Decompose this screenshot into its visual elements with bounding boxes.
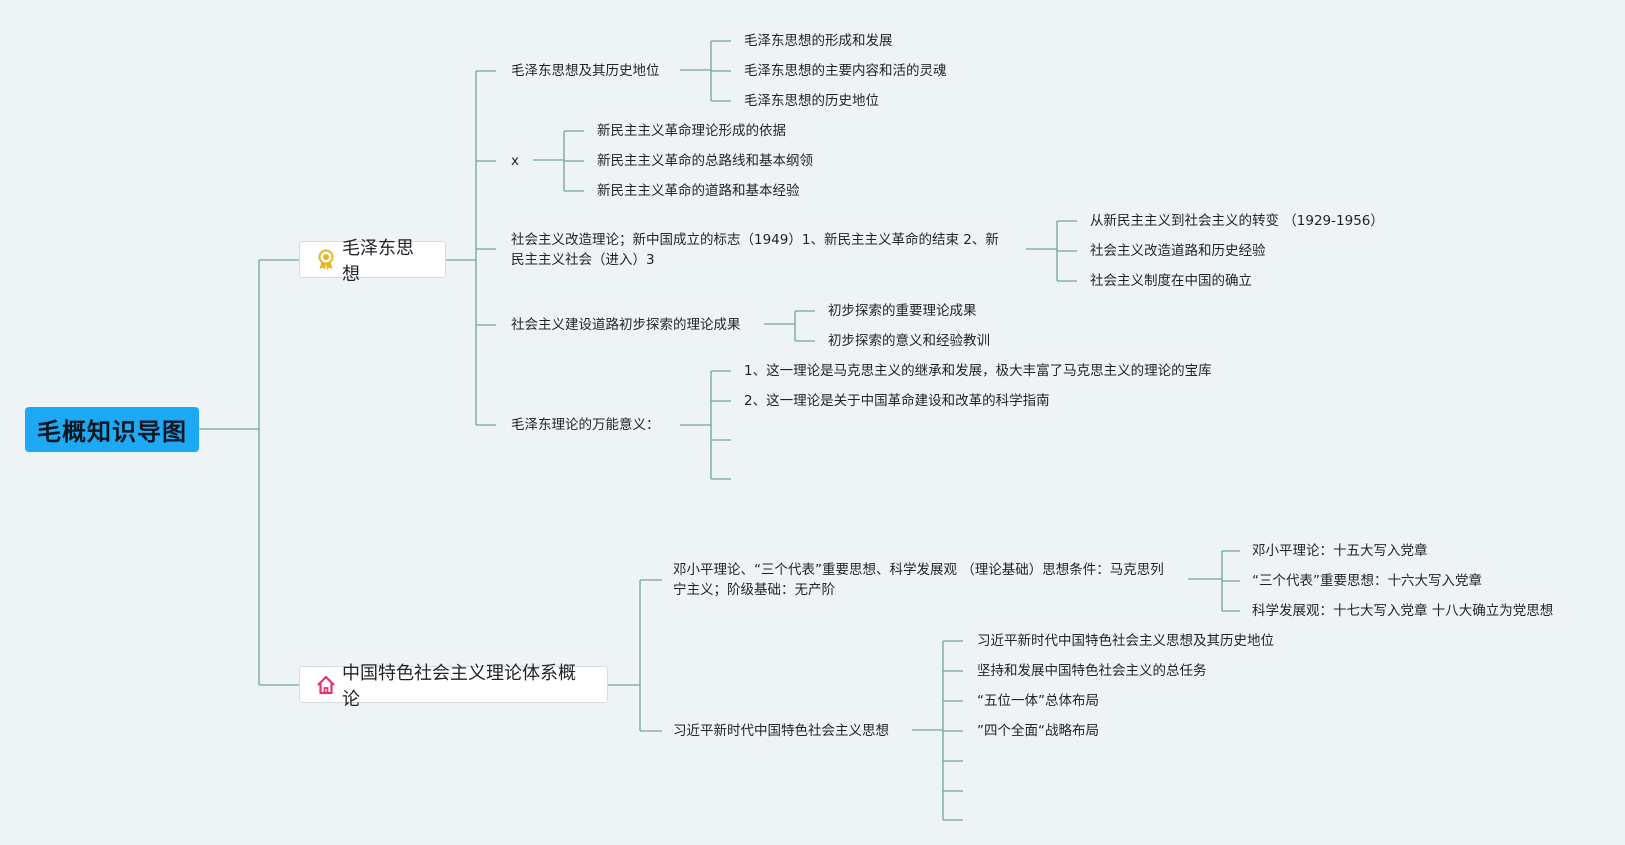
leaf-item[interactable]: 初步探索的重要理论成果: [828, 303, 977, 319]
leaf-item[interactable]: 从新民主主义到社会主义的转变 （1929-1956）: [1090, 213, 1384, 229]
leaf-item[interactable]: 毛泽东思想的历史地位: [744, 93, 879, 109]
leaf-item[interactable]: 新民主主义革命理论形成的依据: [597, 123, 786, 139]
root-label: 毛概知识导图: [37, 418, 187, 446]
leaf-item[interactable]: 新民主主义革命的道路和基本经验: [597, 183, 800, 199]
leaf-item[interactable]: 社会主义改造道路和历史经验: [1090, 243, 1266, 259]
topic-socialist-transformation[interactable]: 社会主义改造理论；新中国成立的标志（1949）1、新民主主义革命的结束 2、新民…: [511, 232, 999, 268]
topic-deng-theory[interactable]: 邓小平理论、“三个代表”重要思想、科学发展观 （理论基础）思想条件：马克思列宁主…: [673, 562, 1164, 598]
leaf-item[interactable]: ”四个全面“战略布局: [977, 723, 1099, 739]
leaf-item[interactable]: 2、这一理论是关于中国革命建设和改革的科学指南: [744, 393, 1050, 409]
leaf-item[interactable]: 毛泽东思想的形成和发展: [744, 33, 893, 49]
branch-mao-thought[interactable]: 毛泽东思想: [299, 238, 446, 285]
topic-mao-theory-significance[interactable]: 毛泽东理论的万能意义：: [511, 417, 660, 433]
leaf-item[interactable]: 科学发展观：十七大写入党章 十八大确立为党思想: [1252, 603, 1554, 619]
topic-x[interactable]: x: [511, 153, 519, 169]
leaf-item[interactable]: 新民主主义革命的总路线和基本纲领: [597, 153, 813, 169]
branch-socialism-theory[interactable]: 中国特色社会主义理论体系概论: [299, 663, 608, 710]
branch-label: 毛泽东思想: [342, 237, 414, 285]
topic-mao-historical-status[interactable]: 毛泽东思想及其历史地位: [511, 63, 660, 79]
topic-xi-thought[interactable]: 习近平新时代中国特色社会主义思想: [673, 723, 889, 739]
leaf-item[interactable]: 社会主义制度在中国的确立: [1090, 273, 1252, 289]
leaf-item[interactable]: 毛泽东思想的主要内容和活的灵魂: [744, 63, 947, 79]
branch-label: 中国特色社会主义理论体系概论: [342, 662, 576, 710]
award-ribbon-icon: [316, 249, 336, 271]
leaf-item[interactable]: “三个代表”重要思想：十六大写入党章: [1252, 573, 1482, 589]
leaf-item[interactable]: 习近平新时代中国特色社会主义思想及其历史地位: [977, 633, 1274, 649]
leaf-item[interactable]: 1、这一理论是马克思主义的继承和发展，极大丰富了马克思主义的理论的宝库: [744, 363, 1212, 379]
root-node[interactable]: 毛概知识导图: [25, 407, 199, 452]
leaf-item[interactable]: “五位一体”总体布局: [977, 693, 1099, 709]
topic-socialist-construction[interactable]: 社会主义建设道路初步探索的理论成果: [511, 317, 741, 333]
house-icon: [316, 674, 336, 696]
leaf-item[interactable]: 坚持和发展中国特色社会主义的总任务: [977, 663, 1207, 679]
leaf-item[interactable]: 邓小平理论：十五大写入党章: [1252, 543, 1428, 559]
leaf-item[interactable]: 初步探索的意义和经验教训: [828, 333, 990, 349]
